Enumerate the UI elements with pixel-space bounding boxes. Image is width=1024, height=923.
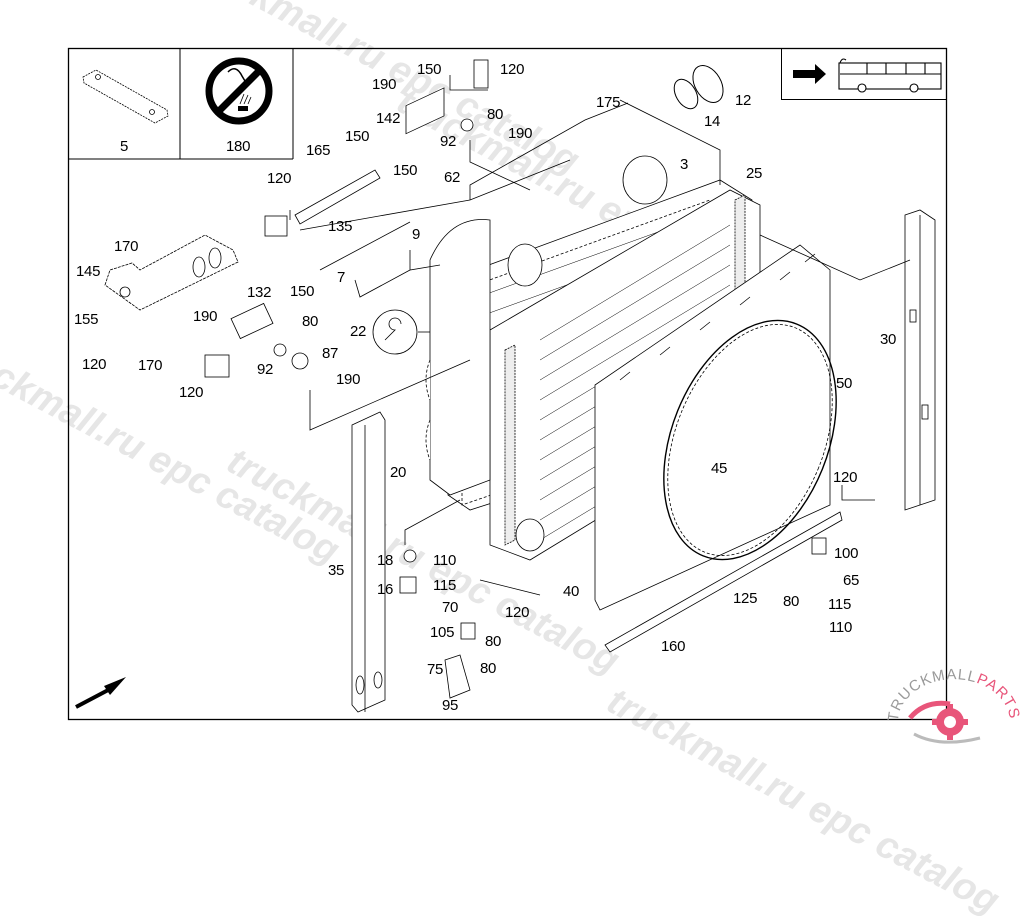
callout-80[interactable]: 80 — [783, 593, 800, 610]
callout-120[interactable]: 120 — [833, 469, 858, 486]
callout-30[interactable]: 30 — [880, 331, 897, 348]
callout-120[interactable]: 120 — [267, 170, 292, 187]
callout-145[interactable]: 145 — [76, 263, 101, 280]
callout-80[interactable]: 80 — [487, 106, 504, 123]
callout-22[interactable]: 22 — [350, 323, 367, 340]
inset-label: 180 — [226, 138, 251, 155]
inset-box-bus — [781, 48, 947, 100]
callout-155[interactable]: 155 — [74, 311, 99, 328]
callout-80[interactable]: 80 — [302, 313, 319, 330]
callout-135[interactable]: 135 — [328, 218, 353, 235]
callout-45[interactable]: 45 — [711, 460, 728, 477]
leader-lines — [289, 75, 911, 596]
callout-160[interactable]: 160 — [661, 638, 686, 655]
callout-105[interactable]: 105 — [430, 624, 455, 641]
callout-110[interactable]: 110 — [829, 619, 853, 636]
callout-115[interactable]: 115 — [828, 596, 852, 613]
callout-150[interactable]: 150 — [345, 128, 370, 145]
callout-150[interactable]: 150 — [290, 283, 315, 300]
callout-190[interactable]: 190 — [336, 371, 361, 388]
bus-direction-icon — [793, 58, 942, 93]
seal-strip-125 — [604, 511, 843, 653]
callout-165[interactable]: 165 — [306, 142, 331, 159]
callout-100[interactable]: 100 — [834, 545, 859, 562]
callout-12[interactable]: 12 — [735, 92, 752, 109]
callout-120[interactable]: 120 — [505, 604, 530, 621]
callout-190[interactable]: 190 — [508, 125, 533, 142]
callout-50[interactable]: 50 — [836, 375, 853, 392]
callout-92[interactable]: 92 — [257, 361, 274, 378]
truckmall-parts-logo: TRUCKMALLPARTS — [885, 666, 1022, 744]
callout-87[interactable]: 87 — [322, 345, 339, 362]
callout-92[interactable]: 92 — [440, 133, 457, 150]
callout-190[interactable]: 190 — [193, 308, 218, 325]
no-spray-icon — [205, 57, 273, 125]
callout-120[interactable]: 120 — [82, 356, 107, 373]
bracket-plate-icon — [82, 69, 169, 124]
callout-120[interactable]: 120 — [179, 384, 204, 401]
callout-132[interactable]: 132 — [247, 284, 272, 301]
direction-arrow-icon — [75, 677, 126, 709]
callout-14[interactable]: 14 — [704, 113, 721, 130]
callout-120[interactable]: 120 — [500, 61, 525, 78]
callout-142[interactable]: 142 — [376, 110, 401, 127]
callout-25[interactable]: 25 — [746, 165, 763, 182]
callout-170[interactable]: 170 — [138, 357, 163, 374]
callout-70[interactable]: 70 — [442, 599, 459, 616]
callout-150[interactable]: 150 — [393, 162, 418, 179]
callout-125[interactable]: 125 — [733, 590, 758, 607]
side-plate-30 — [904, 209, 936, 511]
callout-40[interactable]: 40 — [563, 583, 580, 600]
diagram-frame — [67, 47, 948, 721]
callout-175[interactable]: 175 — [596, 94, 621, 111]
expansion-tank — [425, 219, 491, 496]
inset-label: 5 — [120, 138, 129, 155]
callout-7[interactable]: 7 — [337, 269, 346, 286]
side-plate-35 — [351, 411, 386, 713]
callout-3[interactable]: 3 — [680, 156, 689, 173]
strip-135 — [264, 169, 381, 237]
diagram-drawing — [67, 47, 948, 721]
callout-62[interactable]: 62 — [444, 169, 461, 186]
callout-115[interactable]: 115 — [433, 577, 457, 594]
callout-190[interactable]: 190 — [372, 76, 397, 93]
callout-150[interactable]: 150 — [417, 61, 442, 78]
callout-110[interactable]: 110 — [433, 552, 457, 569]
callout-18[interactable]: 18 — [377, 552, 394, 569]
callout-16[interactable]: 16 — [377, 581, 394, 598]
air-guide-145 — [104, 234, 239, 311]
hose-clamps — [673, 65, 724, 110]
callout-95[interactable]: 95 — [442, 697, 459, 714]
callout-35[interactable]: 35 — [328, 562, 345, 579]
callout-75[interactable]: 75 — [427, 661, 444, 678]
callout-80[interactable]: 80 — [485, 633, 502, 650]
callout-170[interactable]: 170 — [114, 238, 139, 255]
gear-icon — [908, 700, 981, 744]
callout-80[interactable]: 80 — [480, 660, 497, 677]
small-parts — [204, 59, 827, 699]
callout-9[interactable]: 9 — [412, 226, 421, 243]
fan-shroud — [594, 244, 837, 611]
callout-65[interactable]: 65 — [843, 572, 860, 589]
callout-20[interactable]: 20 — [390, 464, 407, 481]
